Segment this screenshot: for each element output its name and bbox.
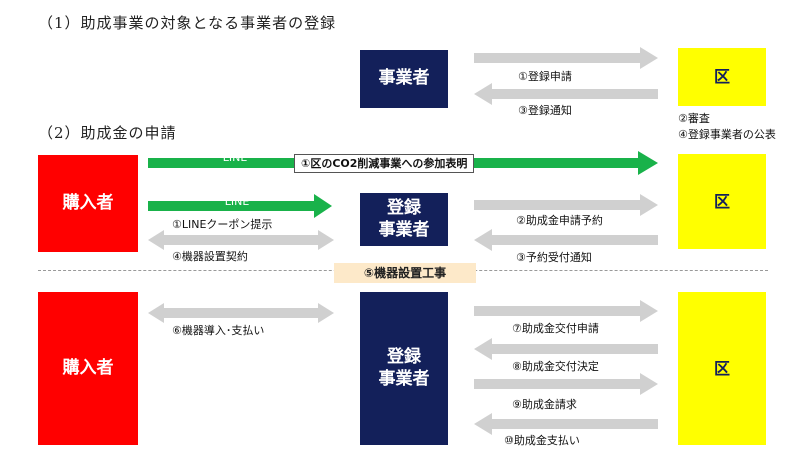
- grant-application-arrow: [474, 300, 658, 322]
- ku-box-mid: 区: [678, 154, 766, 249]
- installation-work-label: ⑤機器設置工事: [334, 263, 476, 283]
- ku-box-top: 区: [678, 48, 766, 106]
- subsidy-payment-label: ⑩助成金支払い: [504, 434, 580, 447]
- subsidy-claim-label: ⑨助成金請求: [512, 398, 577, 411]
- equipment-contract-arrow: [148, 230, 334, 250]
- section-1-title: （1）助成事業の対象となる事業者の登録: [38, 14, 337, 32]
- registration-notice-label: ③登録通知: [518, 104, 572, 117]
- grant-decision-label: ⑧助成金交付決定: [512, 360, 599, 373]
- buyer-box-bottom: 購入者: [38, 292, 138, 445]
- section-2-title: （2）助成金の申請: [38, 124, 177, 142]
- reservation-notice-arrow: [474, 229, 658, 251]
- registration-request-arrow: [474, 47, 658, 69]
- participation-banner: ①区のCO2削減事業への参加表明: [294, 154, 475, 173]
- equipment-contract-label: ④機器設置契約: [172, 250, 248, 263]
- registered-business-box-mid: 登録 事業者: [360, 193, 448, 246]
- reservation-notice-label: ③予約受付通知: [516, 251, 592, 264]
- publication-label: ④登録事業者の公表: [678, 128, 776, 141]
- line-coupon-label: ①LINEクーポン提示: [172, 218, 273, 231]
- ku-box-bottom: 区: [678, 292, 766, 445]
- buyer-box-mid: 購入者: [38, 155, 138, 252]
- line-coupon-green-arrow: [148, 194, 332, 218]
- grant-application-label: ⑦助成金交付申請: [512, 322, 599, 335]
- subsidy-reservation-arrow: [474, 194, 658, 216]
- registered-business-box-bottom: 登録 事業者: [360, 292, 448, 445]
- business-box: 事業者: [360, 50, 448, 108]
- review-label: ②審査: [678, 112, 710, 125]
- purchase-payment-arrow: [148, 303, 334, 323]
- subsidy-payment-arrow: [474, 413, 658, 435]
- registration-request-label: ①登録申請: [518, 70, 572, 83]
- line-tag-2: LINE: [224, 195, 250, 208]
- subsidy-claim-arrow: [474, 373, 658, 395]
- purchase-payment-label: ⑥機器導入･支払い: [172, 324, 265, 337]
- line-tag-1: LINE: [222, 151, 248, 164]
- subsidy-reservation-label: ②助成金申請予約: [516, 214, 603, 227]
- registration-notice-arrow: [474, 83, 658, 105]
- grant-decision-arrow: [474, 338, 658, 360]
